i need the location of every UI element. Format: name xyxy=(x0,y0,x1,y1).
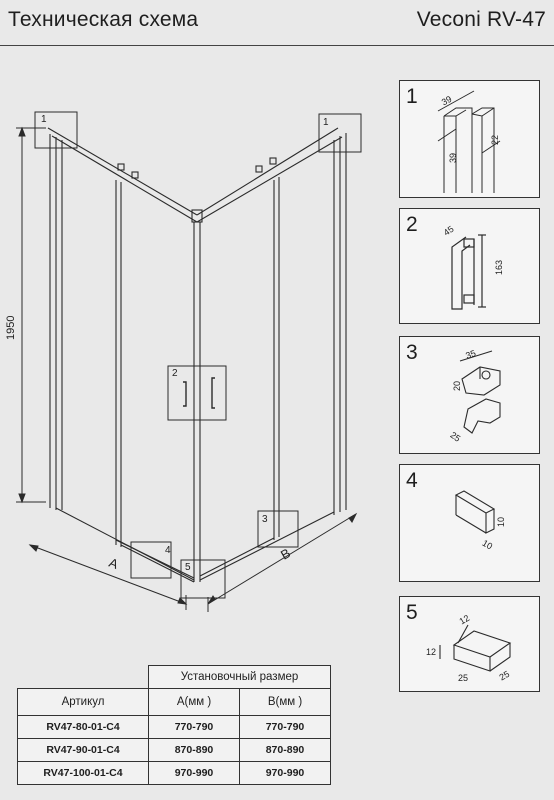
detail-5-number: 5 xyxy=(406,601,418,624)
row-1-article: RV47-80-01-C4 xyxy=(17,715,149,739)
height-dimension: 1950 xyxy=(5,316,17,340)
callout-1-left: 1 xyxy=(41,114,47,125)
row-1-b: 770-790 xyxy=(239,715,331,739)
table-row: RV47-80-01-C4 770-790 770-790 xyxy=(17,715,331,739)
header-divider xyxy=(0,45,554,46)
detail-1-drawing: 39 39 22 xyxy=(437,90,501,193)
row-2-a: 870-890 xyxy=(148,738,240,762)
column-header-b: B(мм ) xyxy=(239,688,331,716)
detail-2-dim-width: 45 xyxy=(442,224,456,238)
detail-2-number: 2 xyxy=(406,213,418,236)
detail-3-drawing: 35 20 25 xyxy=(448,348,501,444)
detail-1-profile: 1 39 39 22 xyxy=(399,80,540,198)
detail-4-number: 4 xyxy=(406,469,418,492)
page-title: Техническая схема xyxy=(8,8,199,31)
detail-4-seal: 4 10 10 xyxy=(399,464,540,582)
detail-5-dim-left: 25 xyxy=(458,673,468,683)
detail-4-dim-width: 10 xyxy=(481,538,495,552)
table-header-row: Артикул A(мм ) B(мм ) xyxy=(17,688,331,716)
detail-2-drawing: 45 163 xyxy=(442,224,504,310)
detail-3-number: 3 xyxy=(406,341,418,364)
detail-1-dim-right: 22 xyxy=(490,135,500,145)
row-2-b: 870-890 xyxy=(239,738,331,762)
spec-table: Установочный размер Артикул A(мм ) B(мм … xyxy=(17,665,331,785)
column-header-article: Артикул xyxy=(17,688,149,716)
detail-4-drawing: 10 10 xyxy=(454,490,506,552)
detail-5-corner: 5 12 12 25 25 xyxy=(399,596,540,692)
detail-5-dim-side: 12 xyxy=(426,647,436,657)
column-header-a: A(мм ) xyxy=(148,688,240,716)
detail-5-drawing: 12 12 25 25 xyxy=(426,613,512,683)
table-group-header-row: Установочный размер xyxy=(18,665,331,689)
row-3-a: 970-990 xyxy=(148,761,240,785)
table-row: RV47-100-01-C4 970-990 970-990 xyxy=(17,761,331,785)
detail-5-dim-top: 12 xyxy=(458,613,472,627)
detail-3-dim-height: 20 xyxy=(452,381,462,391)
row-3-article: RV47-100-01-C4 xyxy=(17,761,149,785)
detail-4-dim-height: 10 xyxy=(496,517,506,527)
row-3-b: 970-990 xyxy=(239,761,331,785)
detail-3-dim-depth: 25 xyxy=(448,430,462,444)
detail-3-dim-width: 35 xyxy=(464,348,477,361)
detail-2-handle: 2 45 163 xyxy=(399,208,540,324)
table-row: RV47-90-01-C4 870-890 870-890 xyxy=(17,738,331,762)
table-blank-cell xyxy=(18,666,149,689)
side-a-label: A xyxy=(107,555,121,572)
detail-1-dim-top: 39 xyxy=(440,94,454,108)
model-name: Veconi RV-47 xyxy=(416,8,546,31)
callout-3: 3 xyxy=(262,514,268,525)
detail-1-number: 1 xyxy=(406,85,418,108)
detail-3-bracket: 3 35 20 25 xyxy=(399,336,540,454)
table-group-header: Установочный размер xyxy=(148,665,331,689)
callout-4: 4 xyxy=(165,545,171,556)
callout-5: 5 xyxy=(185,562,191,573)
detail-1-dim-mid: 39 xyxy=(448,153,458,163)
detail-2-dim-height: 163 xyxy=(494,260,504,275)
callout-2: 2 xyxy=(172,368,178,379)
row-2-article: RV47-90-01-C4 xyxy=(17,738,149,762)
row-1-a: 770-790 xyxy=(148,715,240,739)
callout-1-right: 1 xyxy=(323,117,329,128)
detail-5-dim-right: 25 xyxy=(498,669,512,683)
